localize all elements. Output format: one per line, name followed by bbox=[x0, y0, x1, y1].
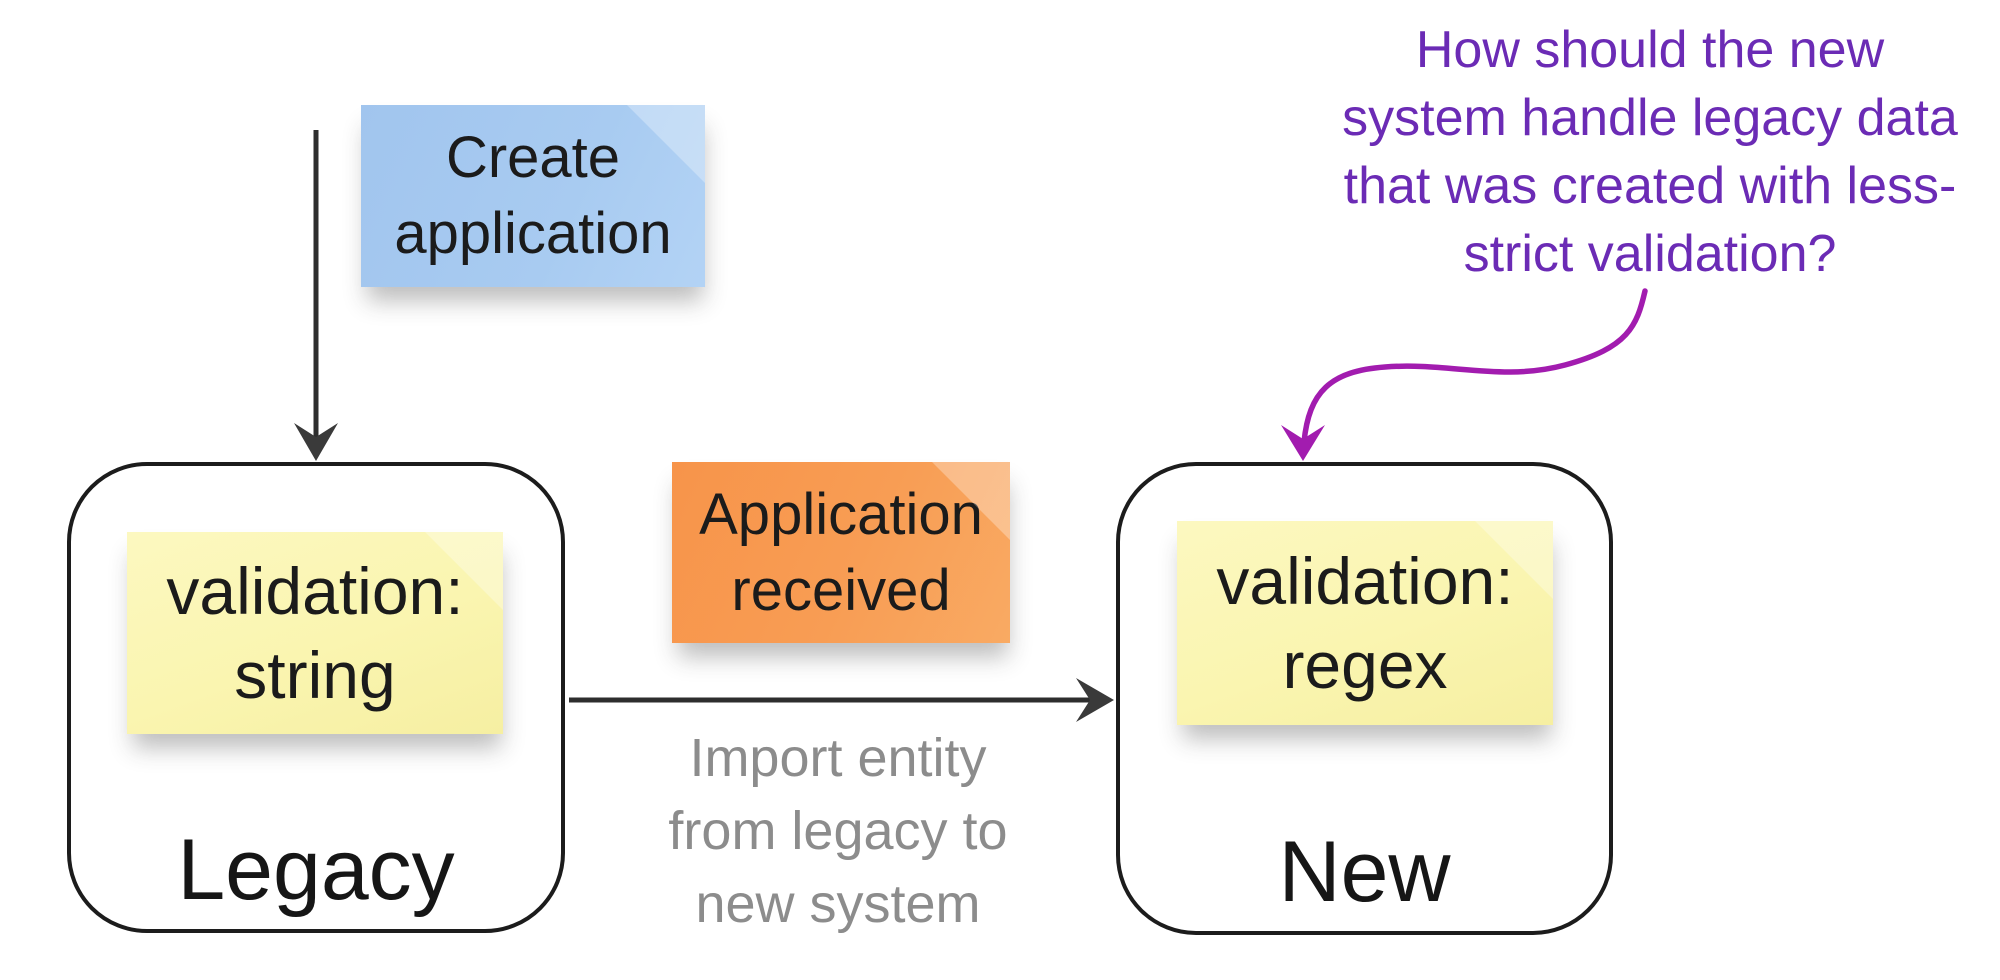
label-line: from legacy to bbox=[668, 801, 1008, 861]
note-line: received bbox=[731, 557, 951, 623]
label-line: Import entity bbox=[689, 728, 987, 788]
import-arrow-label[interactable]: Import entity from legacy to new system bbox=[590, 722, 1086, 941]
sticky-note-application-received[interactable]: Application received bbox=[672, 462, 1010, 643]
note-line: Application bbox=[699, 481, 983, 547]
note-line: application bbox=[394, 201, 672, 266]
question-arrowhead-icon bbox=[1281, 425, 1325, 461]
legacy-system-label: Legacy bbox=[177, 821, 455, 918]
create-arrowhead-icon bbox=[294, 423, 338, 461]
question-annotation-text[interactable]: How should the new system handle legacy … bbox=[1320, 16, 1980, 288]
note-line: regex bbox=[1282, 628, 1448, 702]
sticky-note-legacy-validation[interactable]: validation: string bbox=[127, 532, 503, 734]
question-line: How should the new bbox=[1415, 21, 1885, 79]
note-line: validation: bbox=[1216, 544, 1514, 618]
question-line: system handle legacy data bbox=[1342, 89, 1958, 147]
question-line: that was created with less- bbox=[1343, 157, 1957, 215]
note-line: validation: bbox=[166, 554, 464, 628]
legacy-system-box[interactable]: Legacy bbox=[67, 462, 565, 933]
sticky-note-create-application[interactable]: Create application bbox=[361, 105, 705, 287]
label-line: new system bbox=[695, 874, 981, 934]
new-system-label: New bbox=[1278, 823, 1451, 920]
sticky-note-new-validation[interactable]: validation: regex bbox=[1177, 521, 1553, 725]
import-arrowhead-icon bbox=[1076, 678, 1114, 722]
question-line: strict validation? bbox=[1463, 225, 1837, 283]
question-arrow-curve[interactable] bbox=[1301, 288, 1648, 445]
note-line: Create bbox=[445, 125, 621, 190]
new-system-box[interactable]: New bbox=[1116, 462, 1613, 935]
note-line: string bbox=[234, 638, 396, 712]
